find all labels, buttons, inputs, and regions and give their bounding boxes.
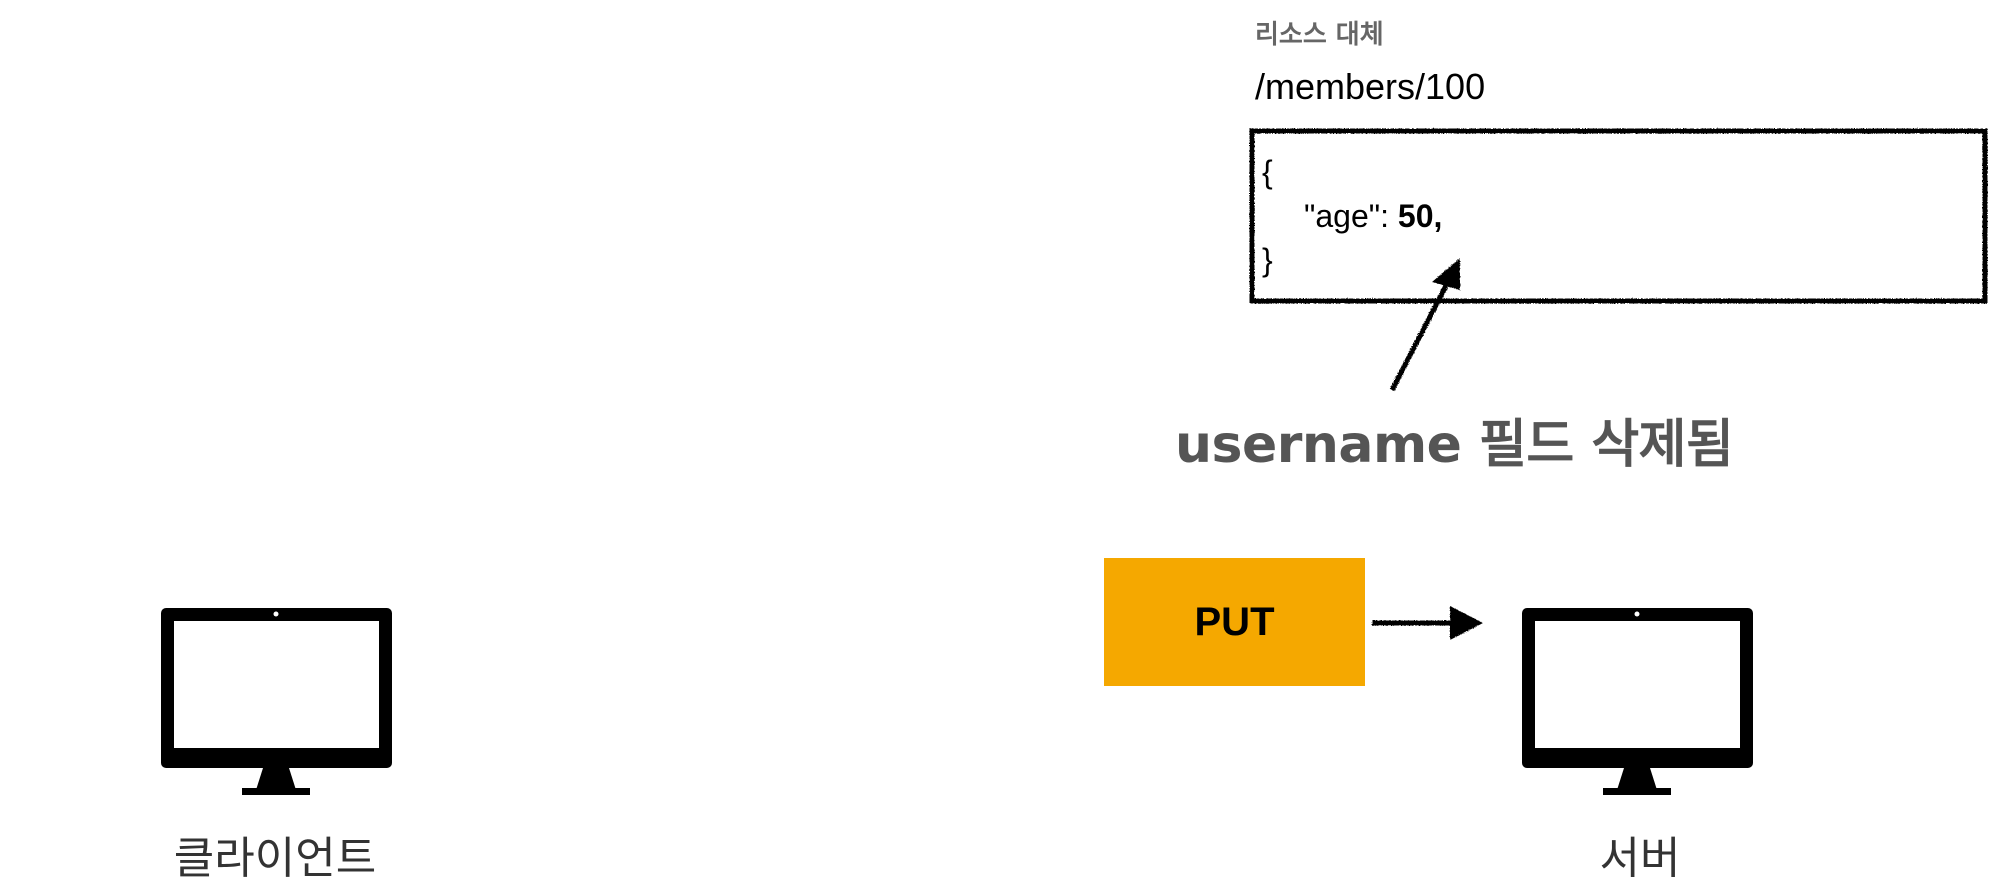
annotation-text: username 필드 삭제됨 bbox=[1175, 415, 1734, 475]
json-field-row: "age": 50, bbox=[1262, 194, 1442, 238]
resource-body-box bbox=[1249, 128, 1988, 304]
resource-json-body: { "age": 50, } bbox=[1262, 150, 1442, 282]
json-field-key: "age": bbox=[1304, 198, 1398, 234]
annotation-arrow bbox=[1389, 258, 1460, 392]
resource-path: /members/100 bbox=[1255, 66, 1486, 107]
request-direction-arrow bbox=[1372, 606, 1483, 640]
client-monitor-icon bbox=[161, 608, 392, 795]
request-method-label: PUT bbox=[1194, 599, 1275, 644]
request-method-box: PUT bbox=[1104, 558, 1365, 686]
json-open-brace: { bbox=[1262, 154, 1273, 190]
json-field-value: 50, bbox=[1397, 198, 1443, 234]
resource-caption: 리소스 대체 bbox=[1255, 20, 1384, 50]
server-label: 서버 bbox=[1599, 833, 1681, 884]
server-monitor-icon bbox=[1522, 608, 1753, 795]
client-label: 클라이언트 bbox=[173, 833, 377, 884]
json-close-brace: } bbox=[1262, 242, 1273, 278]
